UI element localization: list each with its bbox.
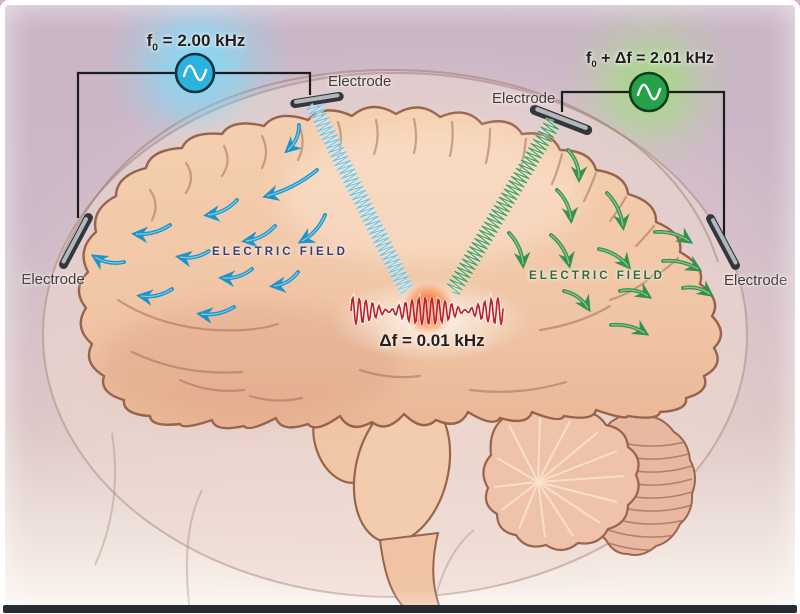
frequency-symbol: f: [146, 31, 153, 50]
carrier-wave-right: [446, 117, 560, 296]
oscillator-left-icon: [174, 52, 216, 94]
electrode-right: [706, 214, 740, 270]
bottom-bar: [3, 605, 797, 613]
oscillator-right-label: f0 + Δf = 2.01 kHz: [565, 50, 735, 70]
electric-field-label-left: ELECTRIC FIELD: [212, 246, 348, 258]
interference-frequency-label: Δf = 0.01 kHz: [379, 331, 485, 350]
beat-waveform: [349, 291, 505, 330]
brain-sulci: [116, 117, 680, 402]
electrode-label-right: Electrode: [724, 272, 788, 289]
sine-wave-icon: [636, 83, 662, 101]
sine-wave-icon: [182, 64, 208, 82]
frequency-value: = 2.00 kHz: [157, 31, 246, 50]
electrode-label-left: Electrode: [21, 271, 85, 288]
electric-field-arrows-right: [507, 148, 715, 336]
electrode-label-top-left: Electrode: [328, 73, 392, 90]
electrode-left: [59, 213, 93, 269]
frequency-subscript: 0: [152, 42, 158, 54]
cerebellum: [482, 403, 696, 556]
electrode-top-right: [529, 104, 593, 136]
electrode-top-left: [290, 91, 344, 109]
frequency-symbol: f: [585, 50, 592, 67]
electric-field-arrows-left: [90, 123, 327, 324]
electric-field-label-right: ELECTRIC FIELD: [529, 270, 665, 282]
frequency-subscript: 0: [591, 59, 597, 71]
carrier-wave-left: [305, 103, 414, 296]
electrode-label-top-right: Electrode: [492, 90, 556, 107]
oscillator-right-icon: [628, 71, 670, 113]
oscillator-left-label: f0 = 2.00 kHz: [106, 31, 286, 53]
frequency-value: + Δf = 2.01 kHz: [596, 50, 714, 67]
